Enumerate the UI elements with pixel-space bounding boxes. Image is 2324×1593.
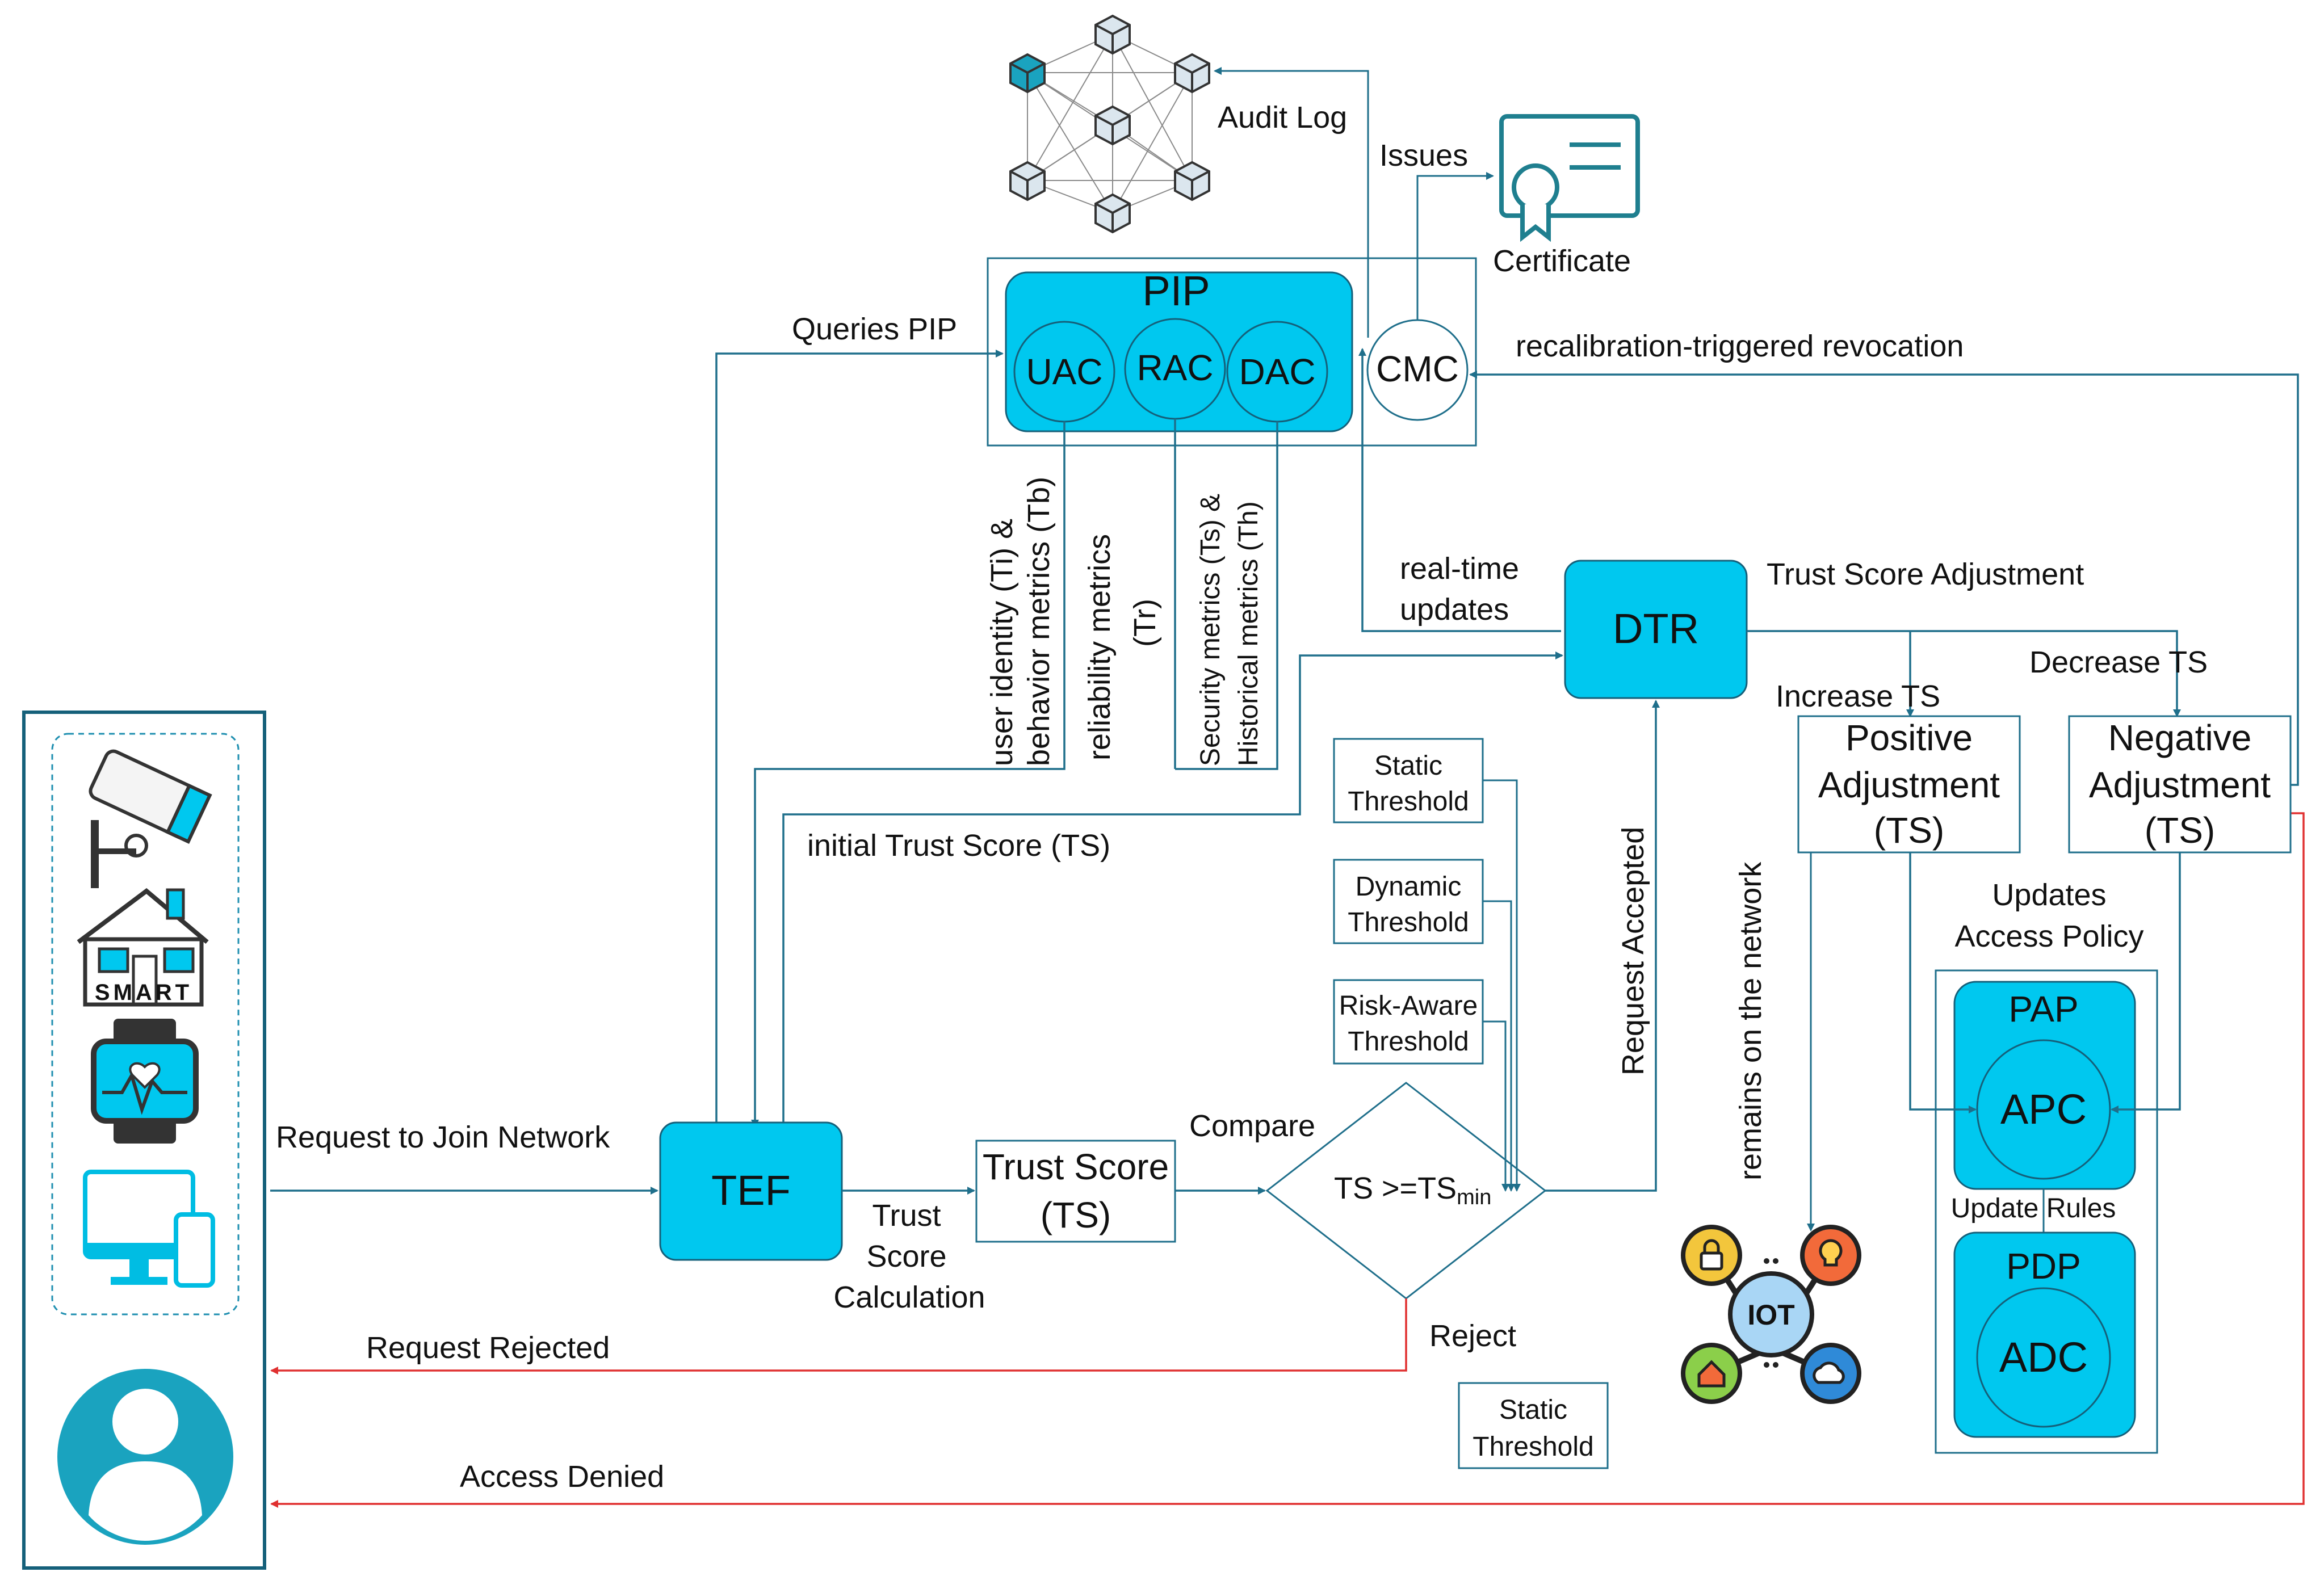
trust-score-box <box>975 1140 1176 1243</box>
audit-log-label: Audit Log <box>1218 100 1347 134</box>
pap-title: PAP <box>2008 989 2078 1029</box>
recalibration-label: recalibration-triggered revocation <box>1516 329 1964 363</box>
smartwatch-icon <box>91 1019 199 1144</box>
ts-calc-line3: Calculation <box>833 1280 985 1314</box>
uac-label: UAC <box>1026 351 1102 392</box>
realtime-updates-edge <box>1358 348 1561 632</box>
dynamic-threshold-edge <box>1483 900 1515 1192</box>
static-threshold-box-bottom <box>1458 1382 1609 1469</box>
request-join-label: Request to Join Network <box>276 1120 610 1154</box>
pdp-title: PDP <box>2006 1246 2081 1287</box>
request-rejected-label: Request Rejected <box>366 1331 610 1365</box>
cmc-to-audit-log-edge <box>1214 67 1369 338</box>
decision-text: TS >=TSmin <box>1334 1171 1491 1209</box>
certificate-icon <box>1499 114 1640 242</box>
decrease-ts-edge <box>1747 630 2181 717</box>
dynamic-threshold-box <box>1333 859 1484 944</box>
request-accepted-label: Request Accepted <box>1616 827 1650 1075</box>
risk-threshold-line1: Risk-Aware <box>1339 991 1478 1021</box>
updates-line1: Updates <box>1992 878 2106 912</box>
dynamic-threshold-line1: Dynamic <box>1356 872 1462 902</box>
computer-phone-icon <box>83 1170 215 1288</box>
apc-node <box>1976 1039 2111 1180</box>
request-accepted-edge <box>1545 700 1660 1192</box>
positive-adjustment-box <box>1797 715 2021 854</box>
cmc-label: CMC <box>1376 348 1459 389</box>
pip-title: PIP <box>1142 267 1210 314</box>
blockchain-network-icon <box>1009 14 1210 234</box>
dtr-label: DTR <box>1613 605 1699 652</box>
positive-adj-line2: Adjustment <box>1818 764 2000 805</box>
adc-node <box>1976 1287 2111 1428</box>
risk-threshold-line2: Threshold <box>1348 1027 1469 1057</box>
tef-label: TEF <box>711 1167 791 1214</box>
issues-label: Issues <box>1379 138 1468 173</box>
ts-calc-line2: Score <box>866 1239 946 1273</box>
dac-metrics-line1: Security metrics (Ts) & <box>1195 494 1226 766</box>
cmc-issues-certificate-edge <box>1416 172 1494 320</box>
positive-adj-line3: (TS) <box>1874 810 1944 851</box>
risk-threshold-box <box>1333 979 1484 1065</box>
ts-calc-line1: Trust <box>872 1199 941 1233</box>
device-panel: SMART <box>22 711 266 1570</box>
realtime-label-line2: updates <box>1400 592 1509 627</box>
apc-label: APC <box>2000 1086 2087 1133</box>
positive-to-apc-edge <box>1909 852 1977 1113</box>
negative-to-apc-edge <box>2111 852 2181 1113</box>
initial-trust-score-edge <box>782 652 1563 1127</box>
access-denied-label: Access Denied <box>460 1460 664 1494</box>
update-rules-label: Update Rules <box>1951 1193 2116 1224</box>
dac-label: DAC <box>1239 351 1315 392</box>
realtime-label-line1: real-time <box>1400 552 1519 586</box>
dac-metrics-edge <box>1175 422 1278 770</box>
access-denied-edge <box>270 812 2305 1508</box>
trust-score-line2: (TS) <box>1041 1195 1111 1235</box>
increase-ts-label: Increase TS <box>1776 679 1940 713</box>
uac-metrics-line2: behavior metrics (Tb) <box>1022 477 1056 766</box>
security-camera-icon <box>89 749 212 888</box>
smart-home-icon: SMART <box>77 888 209 1007</box>
pip-outer-frame <box>987 257 1477 447</box>
initial-ts-label: initial Trust Score (TS) <box>807 829 1110 863</box>
rac-metrics-line2: (Tr) <box>1128 599 1162 647</box>
uac-metrics-edge <box>751 422 1065 1128</box>
ts-adjustment-label: Trust Score Adjustment <box>1767 557 2084 591</box>
dtr-box <box>1564 560 1748 699</box>
dac-metrics-line2: Historical metrics (Th) <box>1234 501 1264 766</box>
static-threshold-box <box>1333 738 1484 823</box>
static-threshold-line2: Threshold <box>1348 787 1469 817</box>
adc-label: ADC <box>1999 1334 2088 1381</box>
reject-label: Reject <box>1429 1319 1516 1353</box>
static-threshold-bottom-line1: Static <box>1499 1395 1567 1425</box>
user-avatar-icon <box>57 1369 233 1545</box>
queries-pip-label: Queries PIP <box>792 312 957 346</box>
smart-label: SMART <box>95 980 192 1005</box>
positive-adj-line1: Positive <box>1845 717 1973 758</box>
static-threshold-line1: Static <box>1374 751 1442 781</box>
decrease-ts-label: Decrease TS <box>2029 645 2208 679</box>
iot-label: IOT <box>1747 1299 1794 1331</box>
compare-label: Compare <box>1189 1109 1315 1143</box>
certificate-label: Certificate <box>1493 244 1631 278</box>
rac-label: RAC <box>1136 347 1213 388</box>
negative-adj-line1: Negative <box>2108 717 2252 758</box>
iot-hub-icon: IOT <box>1681 1225 1861 1404</box>
negative-adj-line3: (TS) <box>2145 810 2215 851</box>
static-threshold-edge <box>1483 779 1521 1192</box>
policy-container <box>1935 969 2158 1454</box>
uac-metrics-line1: user identity (Ti) & <box>985 519 1019 766</box>
negative-adj-line2: Adjustment <box>2089 764 2271 805</box>
risk-threshold-edge <box>1483 1020 1509 1192</box>
negative-adjustment-box <box>2068 715 2292 854</box>
trust-score-line1: Trust Score <box>983 1146 1169 1187</box>
static-threshold-bottom-line2: Threshold <box>1473 1432 1593 1462</box>
remains-label: remains on the network <box>1734 861 1768 1180</box>
request-rejected-edge <box>270 1298 1407 1375</box>
updates-line2: Access Policy <box>1954 919 2143 953</box>
queries-pip-edge <box>715 350 1004 1127</box>
rac-metrics-line1: reliability metrics <box>1083 534 1117 760</box>
dynamic-threshold-line2: Threshold <box>1348 907 1469 938</box>
